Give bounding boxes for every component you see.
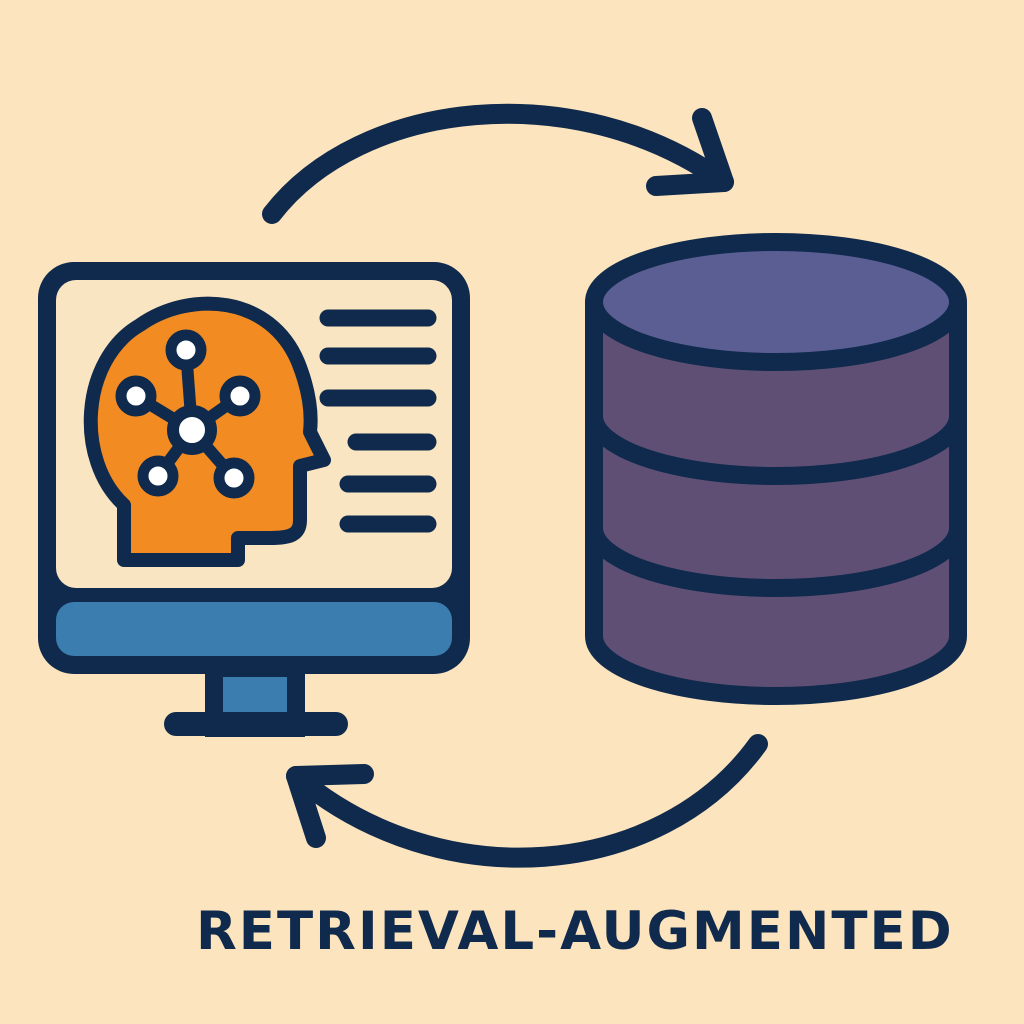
database-top bbox=[585, 233, 967, 371]
monitor-base-band bbox=[56, 602, 452, 656]
database-ring-1 bbox=[585, 415, 967, 485]
neural-network-icon bbox=[115, 329, 261, 499]
curved-arrow-left-icon bbox=[286, 734, 768, 868]
database-body bbox=[585, 293, 967, 705]
monitor-foot bbox=[164, 712, 348, 736]
computer-monitor-icon bbox=[38, 262, 470, 737]
database-ring-2 bbox=[585, 527, 967, 597]
curved-arrow-right-icon bbox=[262, 103, 734, 224]
text-lines-icon bbox=[319, 309, 437, 533]
database-cylinder-icon bbox=[585, 233, 967, 705]
diagram-caption: RETRIEVAL-AUGMENTED bbox=[196, 901, 954, 962]
